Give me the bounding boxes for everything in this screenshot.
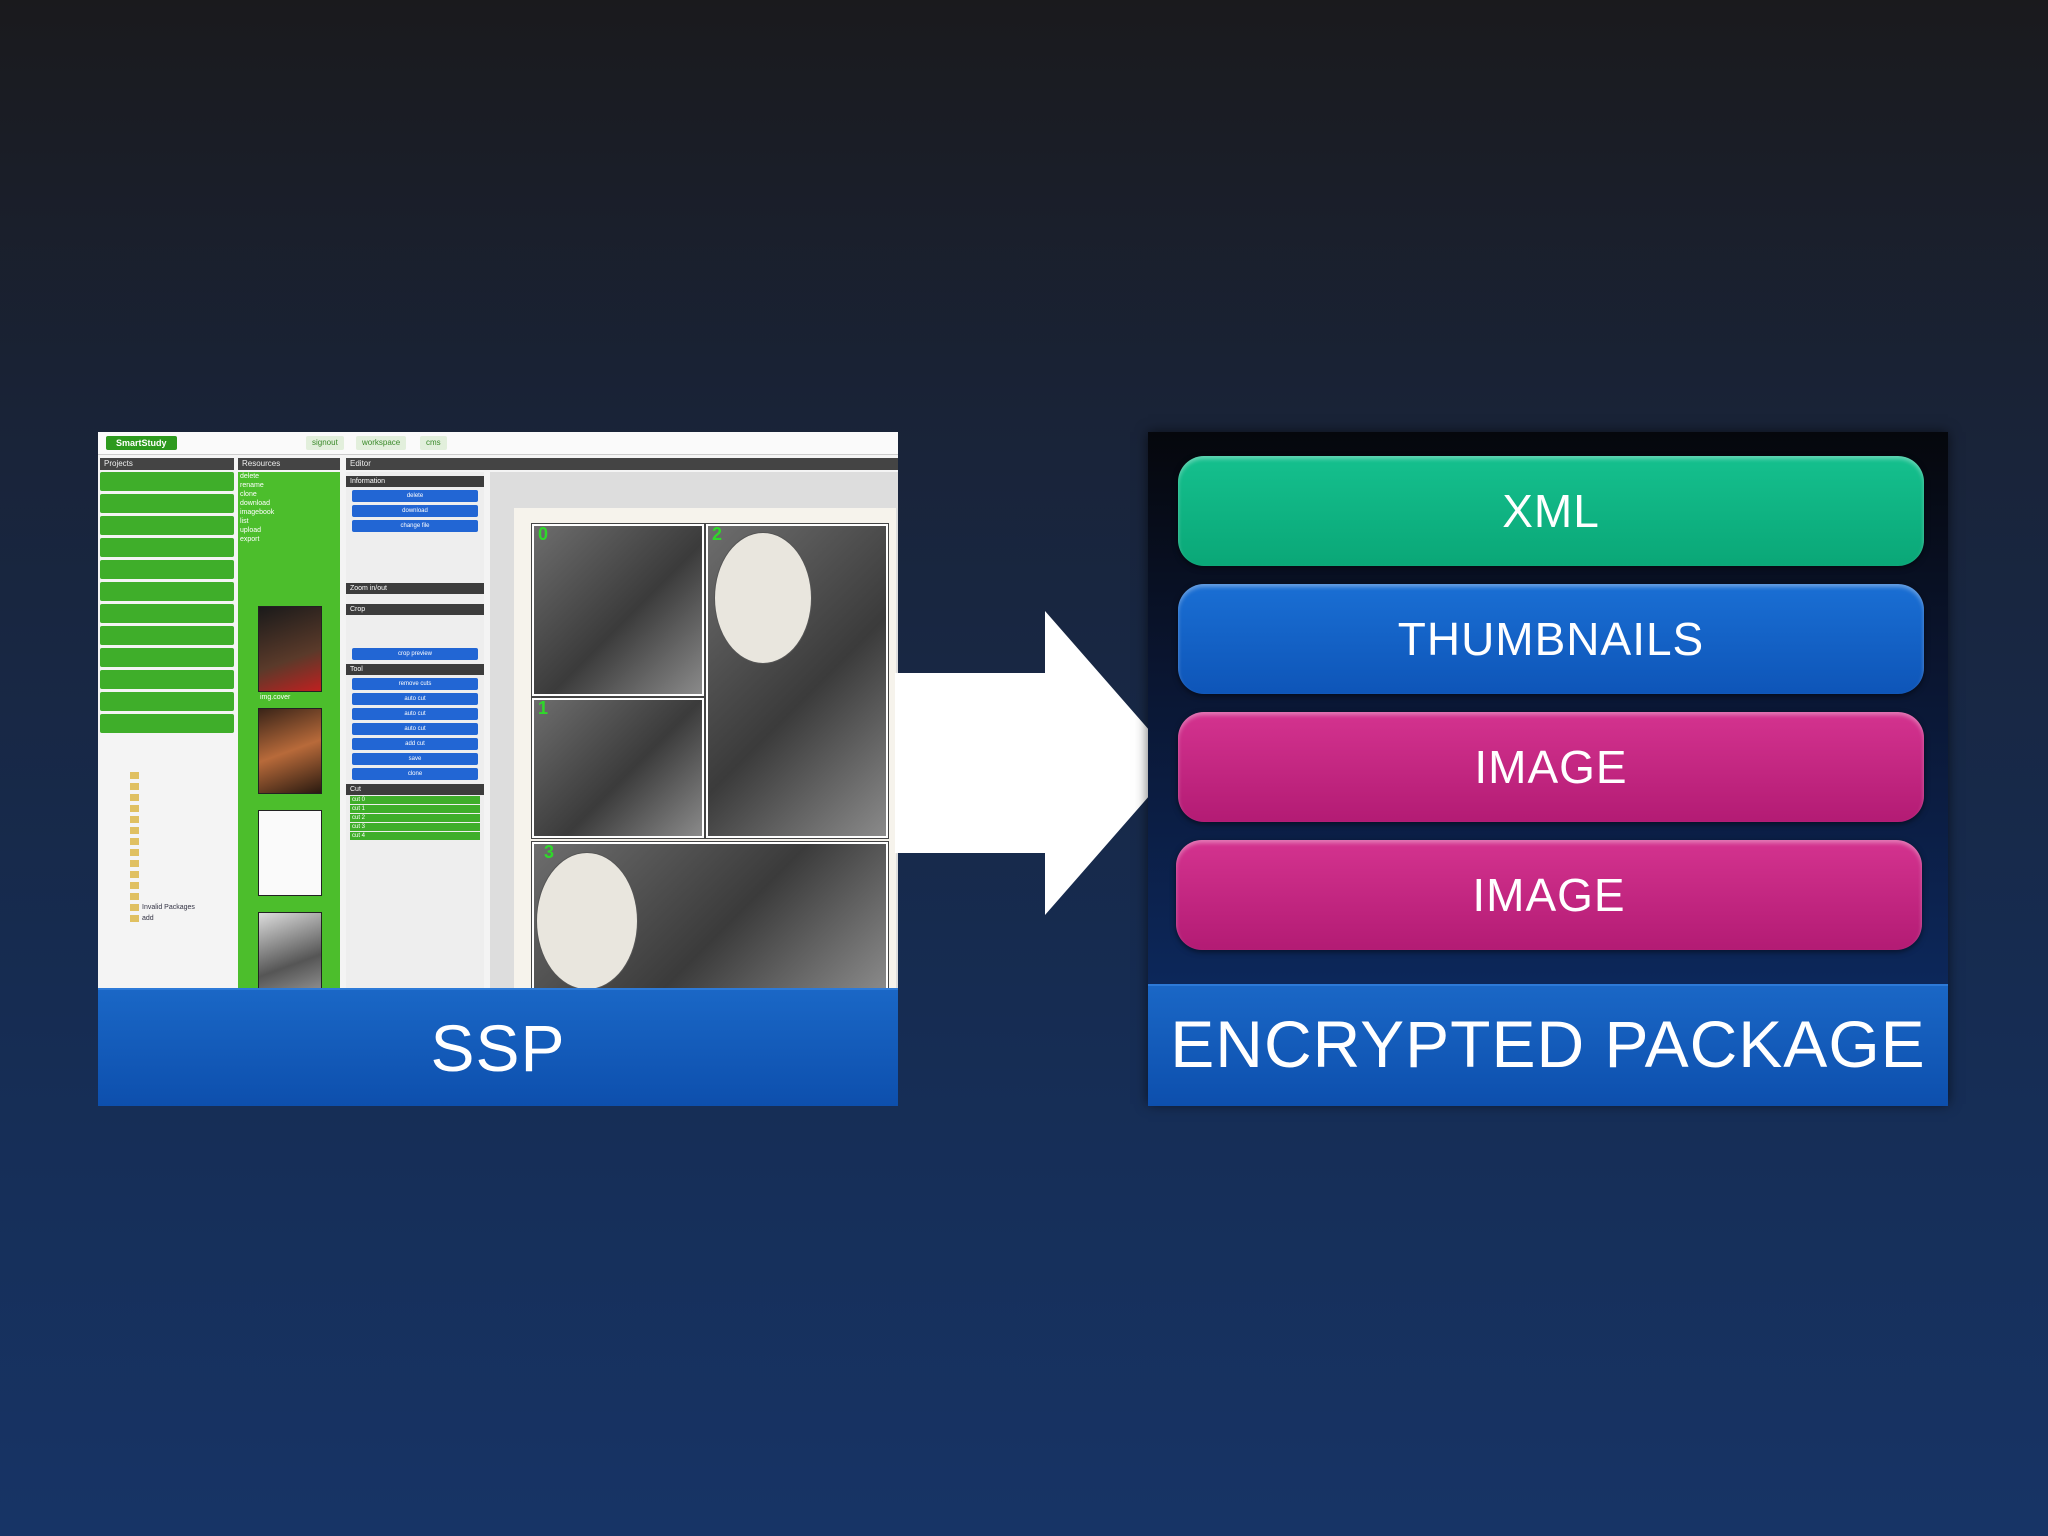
project-item [100,648,234,667]
cut-row: cut 3 [350,823,480,831]
download-button: download [352,505,478,517]
tree-folder [128,803,238,814]
speech-bubble [536,852,638,988]
editor-canvas: 0 2 1 3 [490,472,898,988]
col-projects-header: Projects [100,458,234,470]
brand-tab: SmartStudy [106,436,177,450]
tree-folder [128,825,238,836]
package-label-bar: ENCRYPTED PACKAGE [1148,984,1948,1106]
nav-cms: cms [420,436,447,450]
layer-image: IMAGE [1176,840,1922,950]
right-arrow-shape [895,611,1178,915]
tree-invalid-packages: Invalid Packages [128,902,238,913]
projects-list [100,472,234,736]
tools-column: Information delete download change file … [346,472,484,988]
project-item [100,714,234,733]
image-info-text [346,535,484,579]
package-label: ENCRYPTED PACKAGE [1170,1007,1926,1081]
thumbnail-page [258,810,322,896]
project-item [100,472,234,491]
crop-fields [346,615,484,645]
thumbnail-cover [258,606,322,692]
comic-panel [531,523,705,697]
thumbnail-page [258,912,322,988]
ssp-label-bar: SSP [98,988,898,1106]
tree-folder [128,891,238,902]
encrypted-package: XML THUMBNAILS IMAGE IMAGE ENCRYPTED PAC… [1148,432,1948,1106]
comic-panel [531,697,705,839]
project-item [100,626,234,645]
comic-page: 0 2 1 3 [514,508,896,988]
res-menu-download: download [240,500,270,507]
auto-cut-button: auto cut [352,723,478,735]
nav-workspace: workspace [356,436,407,450]
project-item [100,516,234,535]
remove-cuts-button: remove cuts [352,678,478,690]
nav-signout: signout [306,436,344,450]
add-cut-button: add cut [352,738,478,750]
tree-folder [128,869,238,880]
res-menu-export: export [240,536,260,543]
tools-tool-header: Tool [346,664,484,675]
col-resources-header: Resources [238,458,340,470]
tree-folder [128,847,238,858]
tree-folder [128,792,238,803]
project-item [100,582,234,601]
clone-button: clone [352,768,478,780]
tools-info-header: Information [346,476,484,487]
flow-arrow [895,611,1178,915]
cut-number: 1 [538,698,549,718]
tree-add: add [128,913,238,924]
ssp-panel: SmartStudy signout workspace cms Project… [98,432,898,1106]
project-tree: Invalid Packages add [128,770,238,924]
layer-xml: XML [1178,456,1924,566]
save-button: save [352,753,478,765]
cut-number: 0 [538,524,549,544]
app-topbar: SmartStudy signout workspace cms [98,432,898,455]
auto-cut-button: auto cut [352,708,478,720]
project-item [100,692,234,711]
resources-column: delete rename clone download imagebook l… [238,472,340,988]
tools-cut-header: Cut [346,784,484,795]
crop-preview-button: crop preview [352,648,478,660]
cut-row: cut 0 [350,796,480,804]
cut-number: 2 [712,524,723,544]
cut-number: 3 [544,842,555,862]
cut-row: cut 1 [350,805,480,813]
change-file-button: change file [352,520,478,532]
tree-folder [128,858,238,869]
project-item [100,604,234,623]
tree-folder [128,836,238,847]
ssp-label: SSP [430,1011,566,1085]
ssp-screenshot: SmartStudy signout workspace cms Project… [98,432,898,988]
res-menu-list: list [240,518,249,525]
tools-zoom-header: Zoom in/out [346,583,484,594]
tree-folder [128,770,238,781]
res-menu-clone: clone [240,491,257,498]
speech-bubble [714,532,812,664]
project-item [100,560,234,579]
auto-cut-button: auto cut [352,693,478,705]
cut-row: cut 4 [350,832,480,840]
tree-folder [128,781,238,792]
project-item [100,670,234,689]
layer-image: IMAGE [1178,712,1924,822]
layer-thumbnails: THUMBNAILS [1178,584,1924,694]
cut-row: cut 2 [350,814,480,822]
delete-button: delete [352,490,478,502]
project-item [100,538,234,557]
tree-folder [128,880,238,891]
res-menu-delete: delete [240,473,260,480]
res-menu-rename: rename [240,482,264,489]
res-menu-upload: upload [240,527,262,534]
thumbnail-caption: img.cover [260,694,291,701]
tree-folder [128,814,238,825]
project-item [100,494,234,513]
thumbnail-image [258,708,322,794]
col-editor-header: Editor [346,458,898,470]
res-menu-imagebook: imagebook [240,509,275,516]
tools-crop-header: Crop [346,604,484,615]
